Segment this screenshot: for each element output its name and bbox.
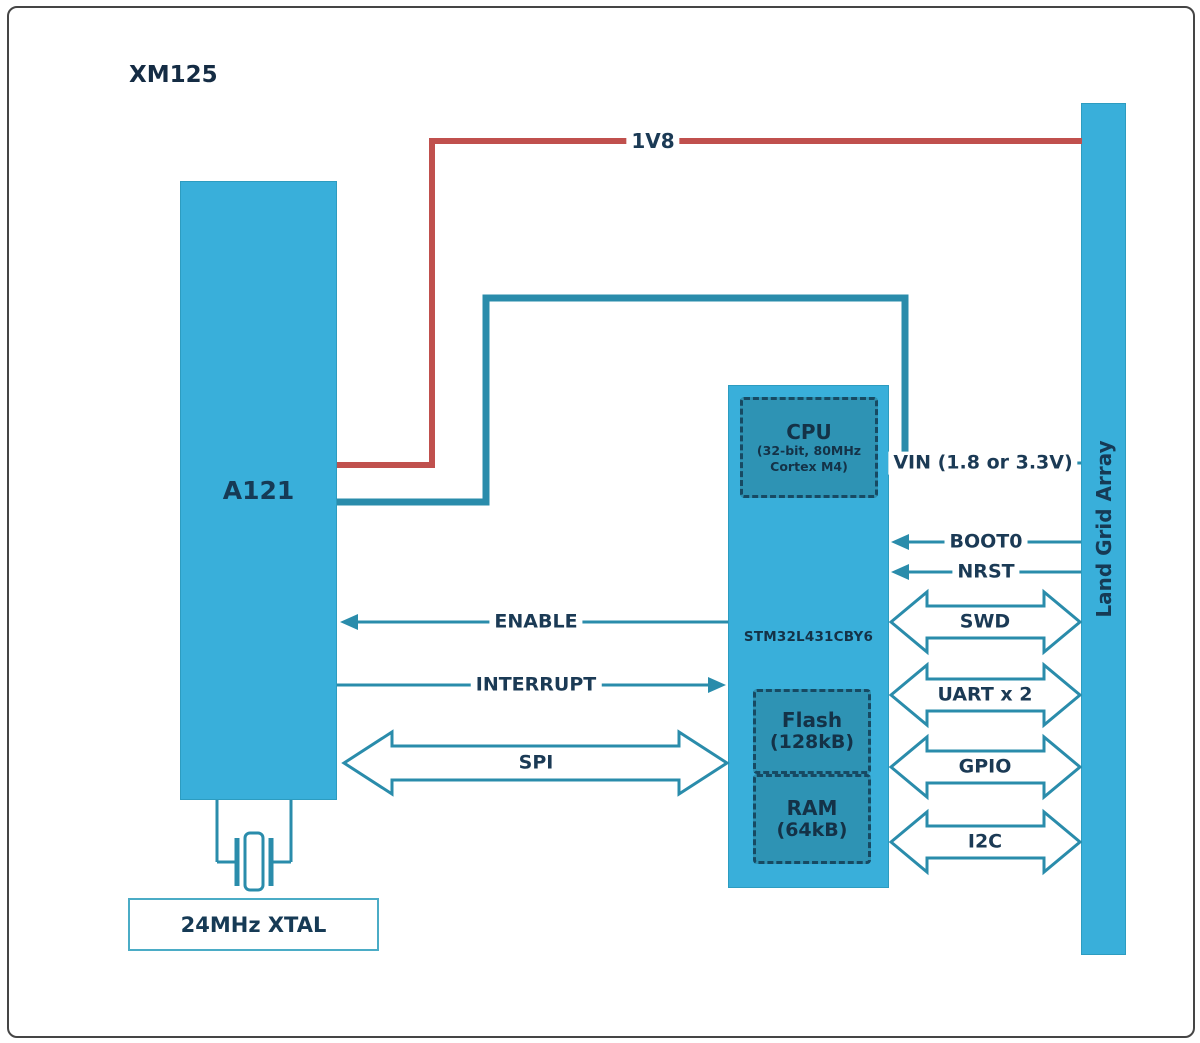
flash-block: Flash (128kB): [753, 689, 871, 774]
double-arrow-gpio-icon: [888, 733, 1083, 801]
mcu-block: CPU (32-bit, 80MHz Cortex M4) STM32L431C…: [728, 385, 889, 888]
signal-label-uart: UART x 2: [937, 683, 1033, 706]
xtal-label: 24MHz XTAL: [180, 912, 327, 937]
signal-label-vin: VIN (1.8 or 3.3V): [888, 451, 1078, 475]
signal-label-spi: SPI: [518, 751, 554, 774]
a121-label: A121: [222, 476, 295, 505]
signal-label-boot0: BOOT0: [944, 530, 1028, 554]
signal-label-enable: ENABLE: [489, 610, 583, 634]
signal-label-1v8: 1V8: [626, 129, 680, 153]
ram-block: RAM (64kB): [753, 774, 871, 864]
crystal-icon: [215, 800, 293, 892]
cpu-title: CPU: [786, 419, 832, 444]
diagram-title: XM125: [129, 62, 218, 88]
signal-label-i2c: I2C: [967, 830, 1003, 853]
a121-block: A121: [180, 181, 337, 800]
diagram-frame: [7, 6, 1195, 1038]
signal-label-swd: SWD: [959, 610, 1011, 633]
flash-label: Flash: [781, 708, 843, 733]
xtal-box: 24MHz XTAL: [128, 898, 379, 951]
ram-size: (64kB): [776, 818, 848, 841]
arrowhead-nrst-icon: [891, 564, 909, 580]
wire-a121-vin: [337, 294, 909, 506]
double-arrow-uart-icon: [888, 661, 1083, 729]
ram-label: RAM: [786, 795, 838, 820]
flash-size: (128kB): [769, 731, 855, 754]
double-arrow-i2c-icon: [888, 808, 1083, 876]
double-arrow-spi-icon: [341, 729, 730, 797]
arrowhead-boot0-icon: [891, 534, 909, 550]
cpu-block: CPU (32-bit, 80MHz Cortex M4): [740, 397, 878, 498]
land-grid-array-block: Land Grid Array: [1081, 103, 1126, 955]
double-arrow-swd-icon: [888, 588, 1083, 656]
signal-label-interrupt: INTERRUPT: [470, 673, 602, 697]
mcu-part-number: STM32L431CBY6: [743, 629, 874, 645]
cpu-subtitle-2: Cortex M4): [770, 458, 848, 474]
signal-label-nrst: NRST: [952, 560, 1020, 584]
cpu-subtitle-1: (32-bit, 80MHz: [756, 442, 862, 458]
arrowhead-interrupt-icon: [708, 677, 726, 693]
wire-1v8: [337, 138, 1082, 468]
signal-label-gpio: GPIO: [958, 755, 1012, 778]
arrowhead-enable-icon: [340, 614, 358, 630]
